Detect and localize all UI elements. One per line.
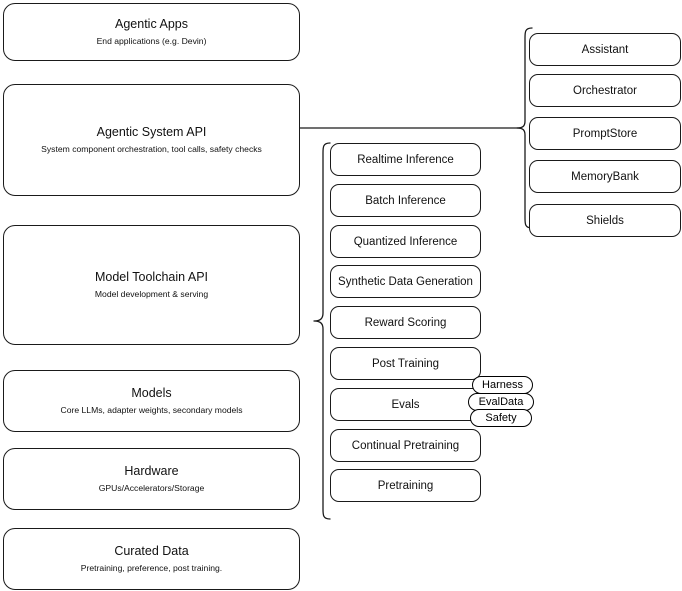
toolchain-item-quantized-inference[interactable]: Quantized Inference	[330, 225, 481, 258]
agentic-item-orchestrator[interactable]: Orchestrator	[529, 74, 681, 107]
toolchain-item-label: Batch Inference	[365, 194, 446, 207]
toolchain-item-evals[interactable]: Evals	[330, 388, 481, 421]
agentic-item-assistant[interactable]: Assistant	[529, 33, 681, 66]
agentic-item-label: Orchestrator	[573, 84, 637, 97]
toolchain-item-label: Continual Pretraining	[351, 439, 460, 452]
brace-agentic-components	[512, 26, 534, 230]
toolchain-item-label: Realtime Inference	[357, 153, 454, 166]
evals-tag-label: EvalData	[478, 396, 524, 408]
agentic-item-label: PromptStore	[572, 127, 638, 140]
toolchain-item-label: Reward Scoring	[364, 316, 447, 329]
layer-title: Model Toolchain API	[94, 270, 209, 284]
toolchain-item-synthetic-data-generation[interactable]: Synthetic Data Generation	[330, 265, 481, 298]
toolchain-item-label: Post Training	[371, 357, 440, 370]
agentic-item-shields[interactable]: Shields	[529, 204, 681, 237]
layer-subtitle: End applications (e.g. Devin)	[96, 36, 207, 46]
agentic-item-label: MemoryBank	[571, 170, 639, 183]
layer-title: Agentic System API	[96, 125, 207, 139]
layer-subtitle: GPUs/Accelerators/Storage	[98, 483, 205, 493]
toolchain-item-batch-inference[interactable]: Batch Inference	[330, 184, 481, 217]
layer-box-models[interactable]: Models Core LLMs, adapter weights, secon…	[3, 370, 300, 432]
evals-tag-safety[interactable]: Safety	[470, 409, 532, 427]
evals-tag-evaldata[interactable]: EvalData	[468, 393, 534, 411]
toolchain-item-reward-scoring[interactable]: Reward Scoring	[330, 306, 481, 339]
evals-tag-harness[interactable]: Harness	[472, 376, 533, 394]
evals-tag-label: Harness	[482, 379, 523, 391]
layer-box-agentic-system-api[interactable]: Agentic System API System component orch…	[3, 84, 300, 196]
toolchain-item-post-training[interactable]: Post Training	[330, 347, 481, 380]
layer-title: Models	[131, 386, 172, 400]
layer-subtitle: Pretraining, preference, post training.	[80, 563, 223, 573]
agentic-item-promptstore[interactable]: PromptStore	[529, 117, 681, 150]
layer-title: Agentic Apps	[115, 17, 188, 31]
toolchain-item-continual-pretraining[interactable]: Continual Pretraining	[330, 429, 481, 462]
toolchain-item-pretraining[interactable]: Pretraining	[330, 469, 481, 502]
layer-title: Hardware	[124, 464, 179, 478]
toolchain-item-label: Pretraining	[377, 479, 434, 492]
layer-box-curated-data[interactable]: Curated Data Pretraining, preference, po…	[3, 528, 300, 590]
layer-box-model-toolchain-api[interactable]: Model Toolchain API Model development & …	[3, 225, 300, 345]
evals-tag-label: Safety	[485, 412, 517, 424]
agentic-item-label: Assistant	[581, 43, 629, 56]
toolchain-item-label: Synthetic Data Generation	[338, 275, 473, 288]
layer-box-hardware[interactable]: Hardware GPUs/Accelerators/Storage	[3, 448, 300, 510]
layer-title: Curated Data	[114, 544, 189, 558]
layer-subtitle: Model development & serving	[94, 289, 209, 299]
layer-subtitle: System component orchestration, tool cal…	[41, 144, 262, 154]
connector-agentic-system-to-components	[298, 120, 526, 138]
toolchain-item-label: Quantized Inference	[353, 235, 458, 248]
agentic-item-memorybank[interactable]: MemoryBank	[529, 160, 681, 193]
agentic-item-label: Shields	[586, 214, 624, 227]
toolchain-item-realtime-inference[interactable]: Realtime Inference	[330, 143, 481, 176]
layer-subtitle: Core LLMs, adapter weights, secondary mo…	[60, 405, 243, 415]
toolchain-item-label: Evals	[391, 398, 420, 411]
brace-model-toolchain-items	[308, 141, 332, 523]
layer-box-agentic-apps[interactable]: Agentic Apps End applications (e.g. Devi…	[3, 3, 300, 61]
